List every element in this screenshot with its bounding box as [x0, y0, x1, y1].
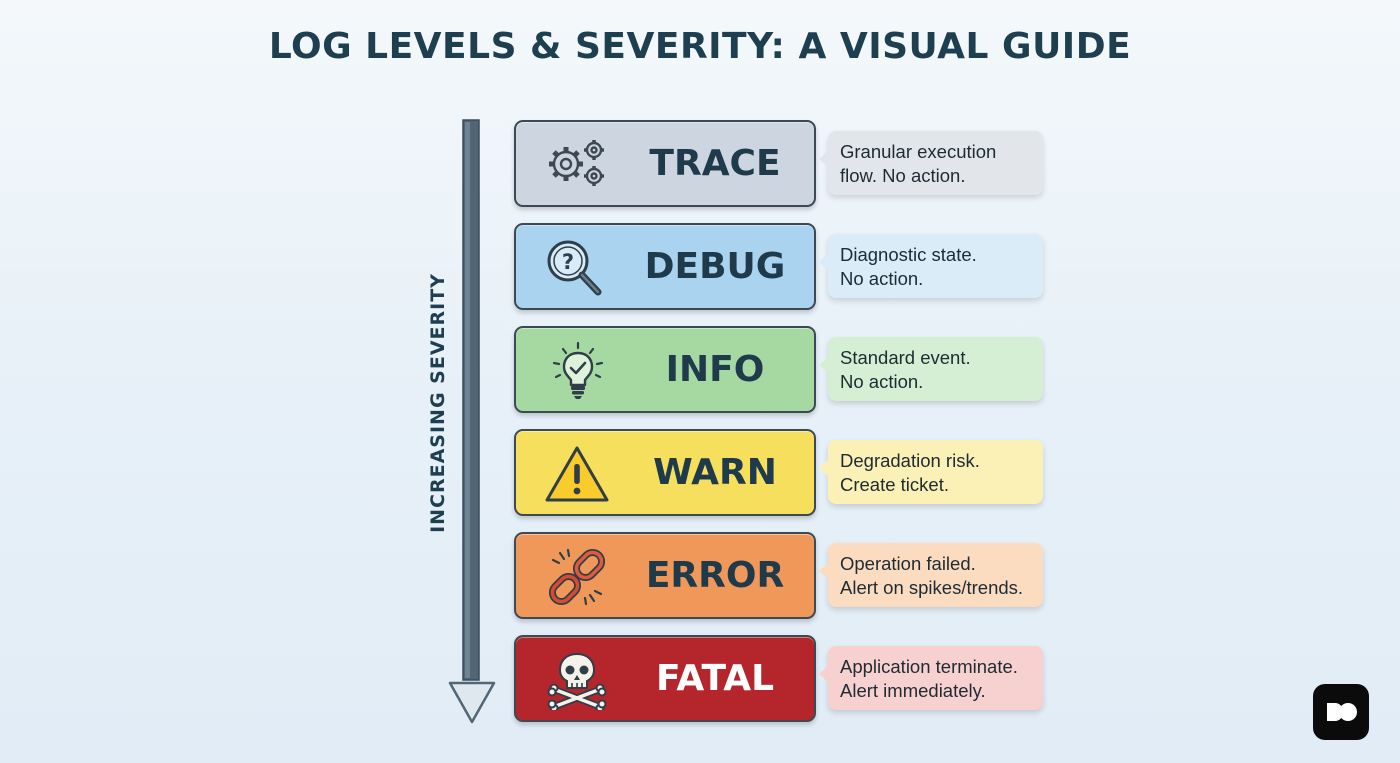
note-line: Create ticket. — [840, 474, 949, 495]
note-line: Granular execution — [840, 141, 997, 162]
level-warn: WARN — [514, 429, 816, 516]
level-debug: ? DEBUG — [514, 223, 816, 310]
level-note-info: Standard event. No action. — [819, 337, 1043, 401]
broken-chain-icon — [548, 548, 606, 606]
level-note-debug: Diagnostic state. No action. — [819, 234, 1043, 298]
level-name: WARN — [653, 452, 777, 493]
note-line: Diagnostic state. — [840, 244, 977, 265]
magnifier-question-icon: ? — [547, 240, 602, 296]
level-name: FATAL — [655, 658, 775, 699]
level-name: ERROR — [645, 555, 785, 596]
level-note-fatal: Application terminate. Alert immediately… — [819, 646, 1043, 710]
warning-triangle-icon — [545, 446, 609, 502]
skull-crossbones-icon — [547, 652, 607, 710]
severity-arrow — [448, 119, 496, 724]
severity-axis-label: INCREASING SEVERITY — [427, 273, 449, 533]
page-title: LOG LEVELS & SEVERITY: A VISUAL GUIDE — [268, 26, 1132, 67]
level-note-error: Operation failed. Alert on spikes/trends… — [819, 543, 1043, 607]
level-trace: TRACE — [514, 120, 816, 207]
level-name: TRACE — [649, 143, 781, 184]
level-note-trace: Granular execution flow. No action. — [819, 131, 1043, 195]
gears-icon — [549, 140, 604, 186]
note-line: Alert immediately. — [840, 680, 986, 701]
level-error: ERROR — [514, 532, 816, 619]
note-line: No action. — [840, 371, 924, 392]
lightbulb-check-icon — [552, 341, 604, 399]
note-line: Application terminate. — [840, 656, 1018, 677]
note-line: Degradation risk. — [840, 450, 980, 471]
note-line: Standard event. — [840, 347, 971, 368]
level-name: DEBUG — [644, 246, 786, 287]
note-line: flow. No action. — [840, 165, 966, 186]
level-name: INFO — [665, 349, 765, 390]
svg-text:?: ? — [562, 250, 574, 274]
note-line: Operation failed. — [840, 553, 976, 574]
level-info: INFO — [514, 326, 816, 413]
note-line: Alert on spikes/trends. — [840, 577, 1024, 598]
brand-logo-icon — [1313, 684, 1369, 740]
level-fatal: FATAL — [514, 635, 816, 722]
level-note-warn: Degradation risk. Create ticket. — [819, 440, 1043, 504]
note-line: No action. — [840, 268, 924, 289]
